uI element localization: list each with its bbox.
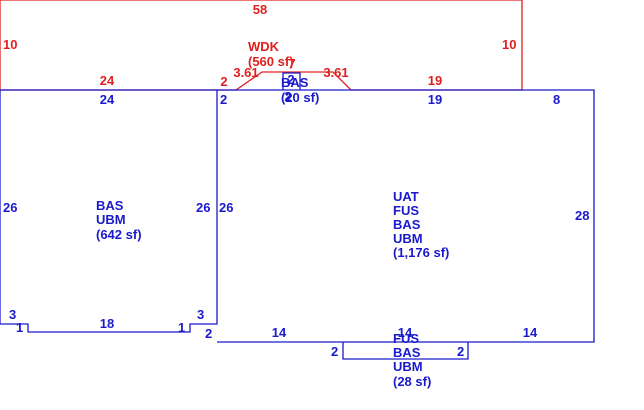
deck-dim-top: 58 [253, 2, 267, 17]
main-block-area-label: (1,176 sf) [393, 245, 449, 260]
left-block-dim-top: 24 [100, 92, 115, 107]
porch-dim-top: 14 [398, 325, 413, 340]
main-block-code-4: UBM [393, 231, 423, 246]
main-block-area[interactable]: 2 19 8 26 28 14 14 UAT FUS BAS UBM (1,17… [217, 89, 595, 343]
left-block-dim-step: 2 [205, 326, 212, 341]
porch-area-label: (28 sf) [393, 374, 431, 389]
porch-dim-left: 2 [331, 344, 338, 359]
main-block-dim-right: 28 [575, 208, 589, 223]
left-block-dim-bottom-left-tab: 1 [16, 320, 23, 335]
bump-dim-top: 2 [287, 72, 294, 87]
left-block-dim-right: 26 [196, 200, 210, 215]
porch-code-3: UBM [393, 359, 423, 374]
main-block-code-1: UAT [393, 189, 419, 204]
main-block-dim-top: 19 [428, 92, 442, 107]
main-block-dim-top-left: 2 [220, 92, 227, 107]
bump-code-label: BAS [281, 75, 309, 90]
deck-dim-slope-left: 3.61 [233, 65, 258, 80]
bump-area-label: (20 sf) [281, 90, 319, 105]
deck-dim-bottom-left: 24 [100, 73, 115, 88]
deck-code-label: WDK [248, 39, 280, 54]
deck-area-label: (560 sf) [248, 54, 294, 69]
main-block-code-3: BAS [393, 217, 421, 232]
left-block-code-1: BAS [96, 198, 124, 213]
deck-dim-left: 10 [3, 37, 17, 52]
left-block-area[interactable]: 24 26 26 3 1 18 1 3 2 BAS UBM (642 sf) [0, 89, 218, 341]
left-block-code-2: UBM [96, 212, 126, 227]
porch-code-1: FUS [393, 331, 419, 346]
main-block-dim-top-right: 8 [553, 92, 560, 107]
left-block-dim-bottom-right-tab: 1 [178, 320, 185, 335]
main-block-dim-left: 26 [219, 200, 233, 215]
left-block-dim-bottom-left-side: 3 [9, 307, 16, 322]
bump-dim-left: 2 [284, 89, 291, 104]
bump-area[interactable]: 2 2 BAS (20 sf) [281, 72, 319, 105]
left-block-dim-bottom: 18 [100, 316, 114, 331]
deck-dim-right: 10 [502, 37, 516, 52]
porch-code-2: BAS [393, 345, 421, 360]
left-block-dim-left: 26 [3, 200, 17, 215]
deck-dim-bottom-right: 19 [428, 73, 442, 88]
porch-outline [342, 342, 469, 360]
porch-dim-right: 2 [457, 344, 464, 359]
deck-dim-notch-mid: 7 [288, 56, 295, 71]
left-block-outline [0, 89, 218, 333]
bump-outline [282, 72, 301, 90]
left-block-dim-bottom-right-side: 3 [197, 307, 204, 322]
main-block-code-2: FUS [393, 203, 419, 218]
left-block-area-label: (642 sf) [96, 227, 142, 242]
main-block-dim-bottom-left: 14 [272, 325, 287, 340]
deck-area[interactable]: WDK (560 sf) 58 10 10 24 2 3.61 7 3.61 1… [0, 0, 523, 91]
deck-dim-slope-right: 3.61 [323, 65, 348, 80]
deck-dim-notch-left: 2 [220, 74, 227, 89]
porch-area[interactable]: 14 2 2 FUS BAS UBM (28 sf) [331, 325, 469, 389]
main-block-dim-bottom-right: 14 [523, 325, 538, 340]
main-block-outline [217, 89, 595, 343]
